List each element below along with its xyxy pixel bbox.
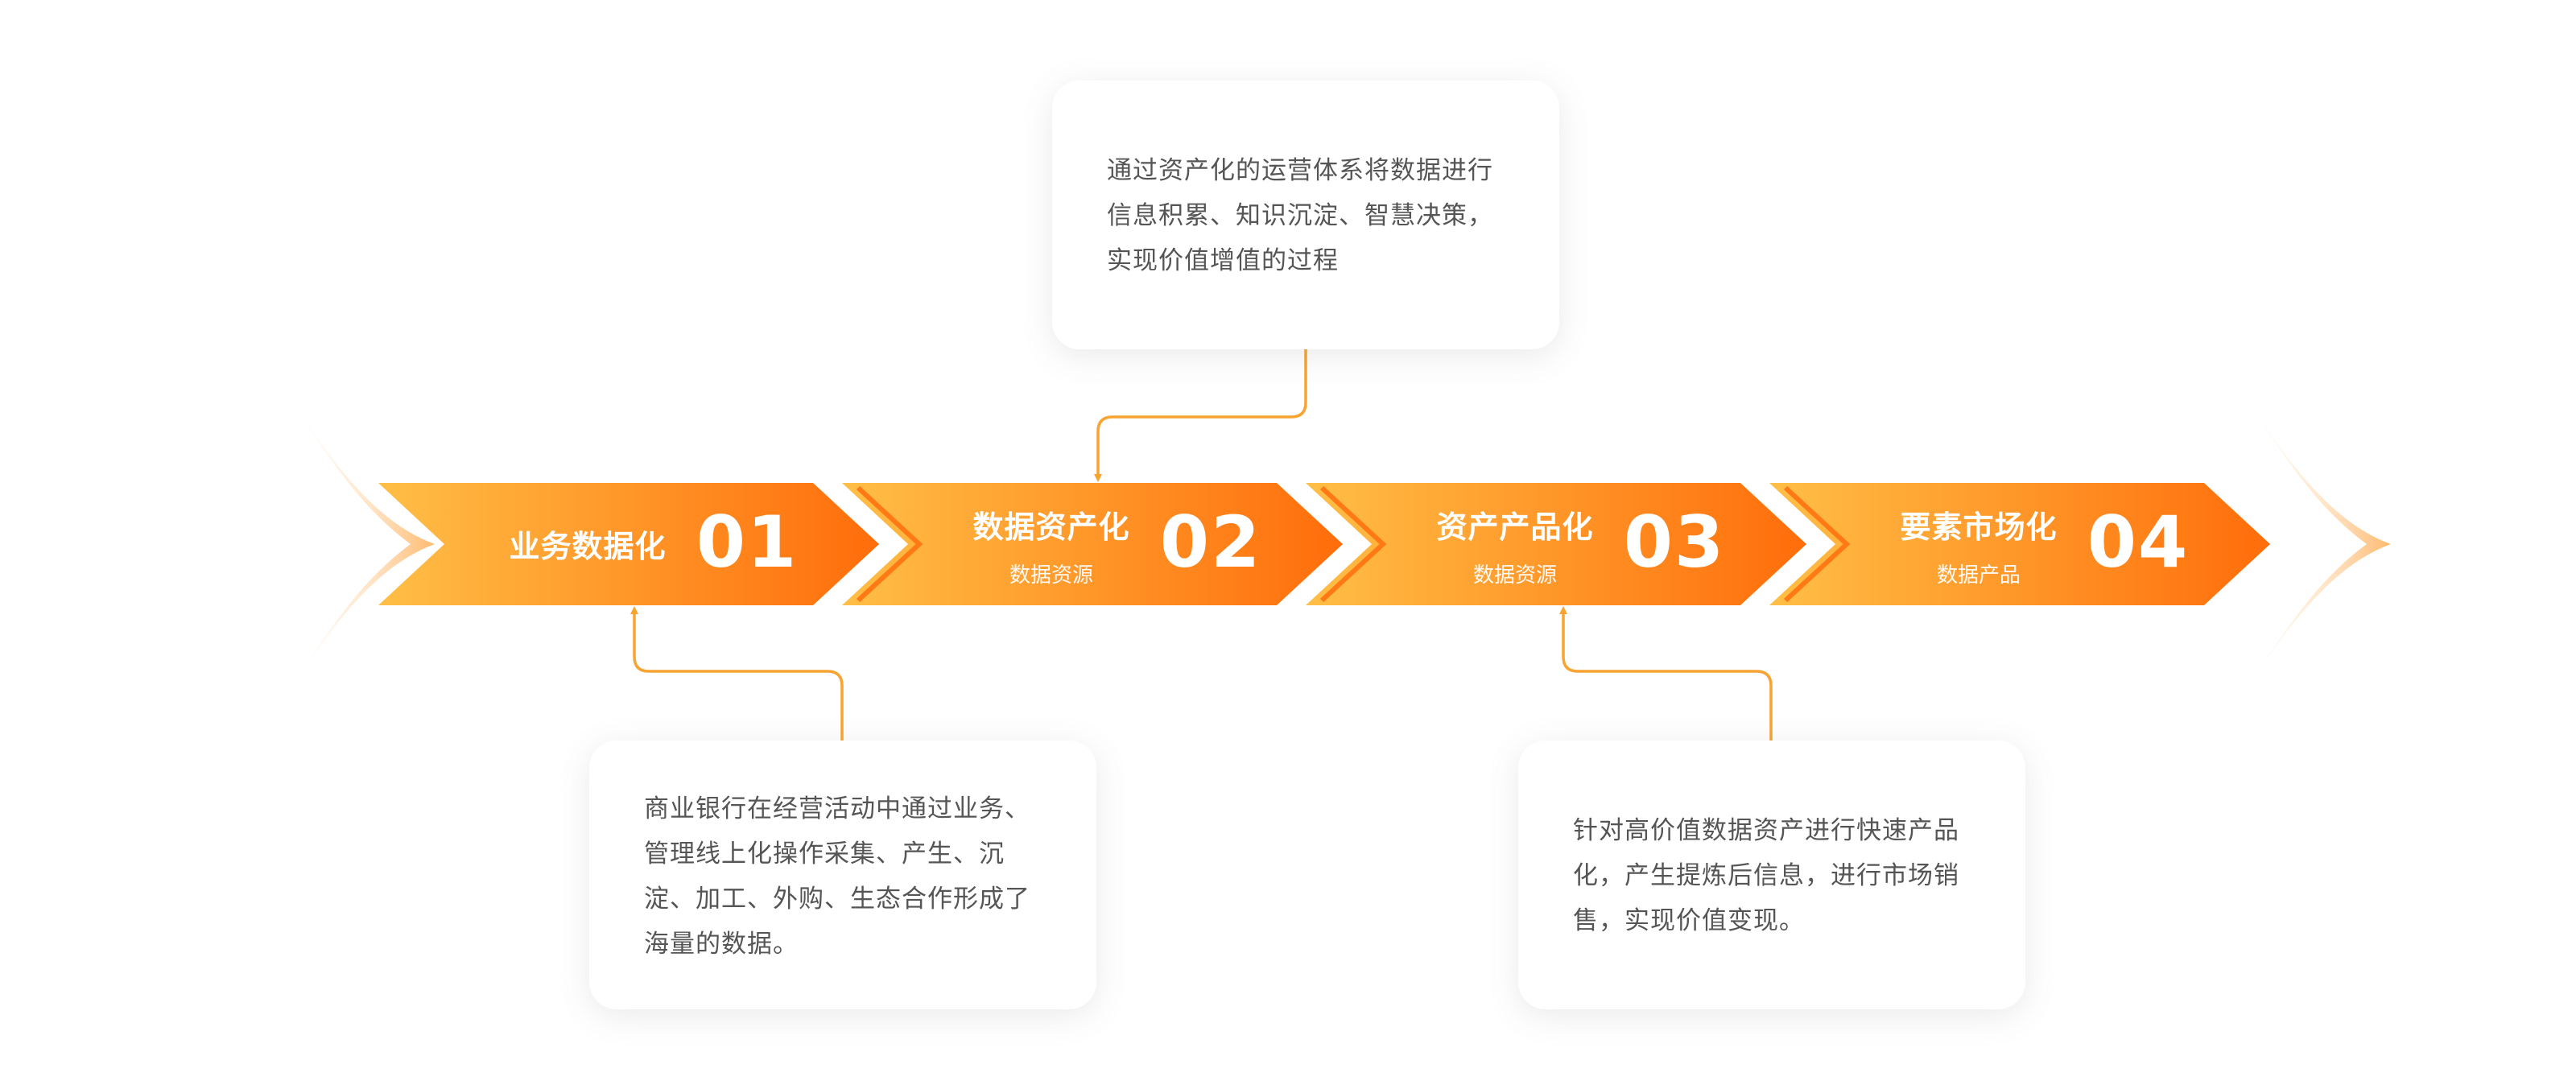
card-line: 售，实现价值变现。 — [1573, 906, 1805, 935]
step-03-number: 03 — [1623, 501, 1726, 584]
step-01-title: 业务数据化 — [509, 529, 667, 564]
description-card-step-01: 商业银行在经营活动中通过业务、 管理线上化操作采集、产生、沉 淀、加工、外购、生… — [589, 741, 1096, 1009]
description-card-step-03: 针对高价值数据资产进行快速产品 化，产生提炼后信息，进行市场销 售，实现价值变现… — [1518, 741, 2025, 1009]
step-03-chevron — [1306, 483, 1806, 605]
step-02-number: 02 — [1159, 501, 1262, 584]
separator-chevron-3 — [1783, 485, 1851, 603]
card-line: 化，产生提炼后信息，进行市场销 — [1573, 861, 1959, 890]
card-text: 商业银行在经营活动中通过业务、 管理线上化操作采集、产生、沉 淀、加工、外购、生… — [644, 786, 1030, 967]
separator-chevron-1 — [856, 485, 923, 603]
card-line: 商业银行在经营活动中通过业务、 — [644, 794, 1030, 823]
step-04-number: 04 — [2087, 501, 2190, 584]
card-line: 海量的数据。 — [644, 930, 799, 959]
step-02-title: 数据资产化 — [972, 509, 1130, 545]
step-01-number: 01 — [696, 501, 799, 584]
connector-step-03 — [1559, 606, 1773, 741]
connector-step-02 — [1094, 349, 1307, 482]
card-line: 淀、加工、外购、生态合作形成了 — [644, 885, 1030, 914]
card-line: 管理线上化操作采集、产生、沉 — [644, 840, 1005, 868]
step-04-title: 要素市场化 — [1900, 509, 2058, 545]
card-line: 实现价值增值的过程 — [1107, 246, 1339, 275]
card-text: 针对高价值数据资产进行快速产品 化，产生提炼后信息，进行市场销 售，实现价值变现… — [1573, 808, 1959, 943]
left-wing-decoration — [290, 398, 435, 690]
card-line: 针对高价值数据资产进行快速产品 — [1573, 816, 1959, 845]
step-02-chevron — [842, 483, 1343, 605]
step-03-subtitle: 数据资源 — [1472, 563, 1557, 588]
description-card-step-02: 通过资产化的运营体系将数据进行 信息积累、知识沉淀、智慧决策， 实现价值增值的过… — [1052, 80, 1559, 349]
card-line: 通过资产化的运营体系将数据进行 — [1107, 156, 1493, 185]
connector-step-01 — [630, 606, 844, 741]
step-04-subtitle: 数据产品 — [1936, 563, 2021, 588]
card-text: 通过资产化的运营体系将数据进行 信息积累、知识沉淀、智慧决策， 实现价值增值的过… — [1107, 148, 1493, 283]
step-02-subtitle: 数据资源 — [1009, 563, 1093, 588]
card-line: 信息积累、知识沉淀、智慧决策， — [1107, 201, 1493, 230]
step-01-chevron — [378, 483, 879, 605]
separator-chevron-2 — [1319, 485, 1387, 603]
step-03-title: 资产产品化 — [1436, 509, 1594, 545]
step-04-chevron — [1769, 483, 2270, 605]
